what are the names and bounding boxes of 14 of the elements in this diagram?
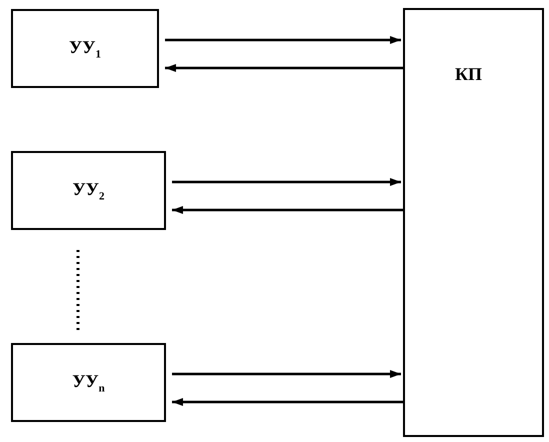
arrow (165, 36, 401, 44)
arrow (172, 178, 401, 186)
block-box (11, 9, 159, 88)
arrow (165, 64, 403, 72)
block-box (11, 151, 166, 230)
block-box (403, 8, 544, 437)
block-label: УУ$_{2}$ (72, 179, 106, 203)
block-box (11, 343, 166, 422)
block-label: УУ$_{n}$ (71, 371, 106, 395)
arrow (172, 398, 403, 406)
arrow (172, 206, 403, 214)
arrow (172, 370, 401, 378)
block-label: КП (455, 64, 482, 85)
block-label: УУ$_{1}$ (68, 37, 102, 61)
